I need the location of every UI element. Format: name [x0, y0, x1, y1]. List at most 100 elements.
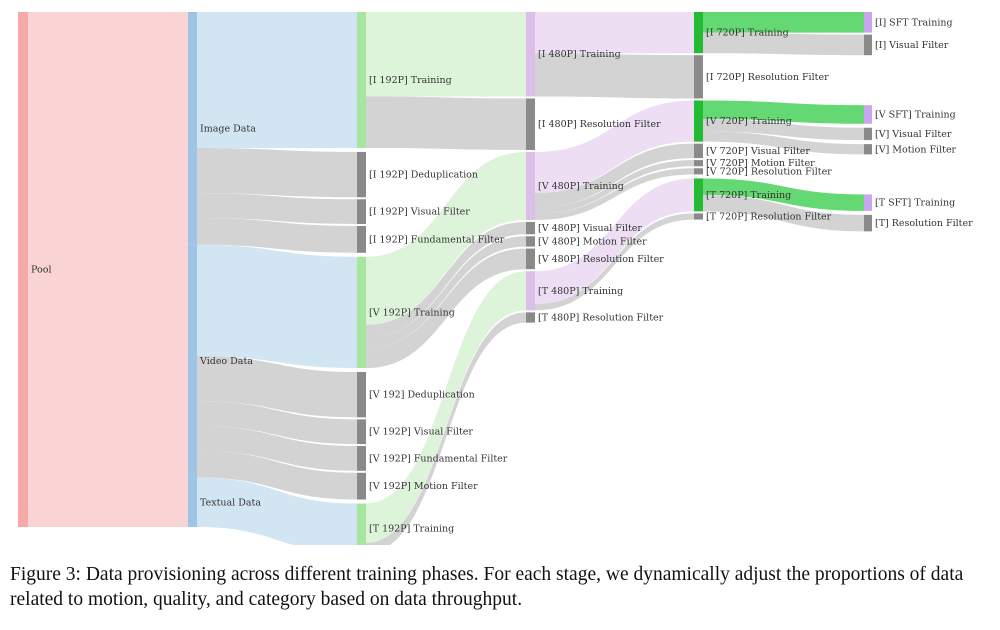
link-video-v192t: [197, 244, 357, 369]
node-v192f: [357, 446, 366, 471]
node-i480r: [526, 98, 535, 150]
node-label-i192t: [I 192P] Training: [369, 75, 452, 86]
node-label-i192d: [I 192P] Deduplication: [369, 170, 478, 181]
node-label-vvis: [V] Visual Filter: [875, 129, 952, 140]
node-t720t: [694, 178, 703, 212]
node-label-v192m: [V 192P] Motion Filter: [369, 481, 478, 492]
link-v192t-v480r: [366, 248, 526, 369]
node-label-vsft: [V SFT] Training: [875, 109, 956, 120]
node-i192f: [357, 226, 366, 253]
node-v480t: [526, 151, 535, 220]
node-label-v480r: [V 480P] Resolution Filter: [538, 254, 664, 265]
node-tres: [864, 214, 872, 232]
node-label-isft: [I] SFT Training: [875, 17, 953, 28]
link-v480t-v720t: [535, 100, 694, 194]
link-i720t-isft: [703, 12, 864, 33]
node-label-t480r: [T 480P] Resolution Filter: [538, 312, 664, 323]
node-i192t: [357, 12, 366, 148]
node-vvis: [864, 127, 872, 141]
link-image-i192d: [197, 147, 357, 198]
link-v192t-v480v: [366, 221, 526, 338]
link-i480t-i720r: [535, 53, 694, 99]
link-pool-video: [28, 244, 188, 478]
node-ivis: [864, 34, 872, 56]
node-label-i720r: [I 720P] Resolution Filter: [706, 72, 829, 83]
node-v720v: [694, 143, 703, 159]
link-i192t-i480t: [366, 12, 526, 97]
node-label-v480t: [V 480P] Training: [538, 181, 624, 192]
link-v720t-vmot: [703, 131, 864, 155]
node-t720r: [694, 213, 703, 220]
node-label-v720m: [V 720P] Motion Filter: [706, 158, 815, 169]
link-pool-image: [28, 12, 188, 245]
node-pool: [18, 12, 28, 527]
node-t192t: [357, 503, 366, 545]
link-t192t-t480r: [366, 312, 526, 545]
node-v720t: [694, 100, 703, 142]
node-label-v720r: [V 720P] Resolution Filter: [706, 166, 832, 177]
link-i192t-i480r: [366, 96, 526, 150]
node-v720r: [694, 168, 703, 175]
node-label-t720r: [T 720P] Resolution Filter: [706, 211, 832, 222]
node-vmot: [864, 144, 872, 155]
node-label-i720t: [I 720P] Training: [706, 28, 789, 39]
link-video-v192f: [197, 426, 357, 471]
node-label-i192f: [I 192P] Fundamental Filter: [369, 234, 505, 245]
node-label-v192f: [V 192P] Fundamental Filter: [369, 453, 508, 464]
node-label-image: Image Data: [200, 123, 256, 134]
link-t720t-tsft: [703, 178, 864, 211]
node-v480v: [526, 221, 535, 235]
node-tsft: [864, 194, 872, 211]
link-pool-text: [28, 477, 188, 527]
node-i192v: [357, 199, 366, 224]
link-v720t-vsft: [703, 100, 864, 124]
node-label-vmot: [V] Motion Filter: [875, 144, 957, 155]
node-text: [188, 477, 197, 527]
node-v720m: [694, 160, 703, 167]
node-label-video: Video Data: [199, 356, 253, 367]
sankey-nodes: [18, 12, 872, 545]
node-t480t: [526, 271, 535, 311]
link-text-t192t: [197, 477, 357, 545]
node-label-t720t: [T 720P] Training: [706, 190, 791, 201]
node-video: [188, 244, 197, 478]
node-v480m: [526, 236, 535, 247]
link-i480t-i720t: [535, 12, 694, 54]
link-v720t-vvis: [703, 119, 864, 141]
node-vsft: [864, 105, 872, 124]
node-label-i480r: [I 480P] Resolution Filter: [538, 119, 661, 130]
node-label-v720t: [V 720P] Training: [706, 116, 792, 127]
link-t480t-t720t: [535, 178, 694, 305]
node-label-text: Textual Data: [200, 497, 261, 508]
node-v192v: [357, 419, 366, 445]
figure-caption: Figure 3: Data provisioning across diffe…: [10, 564, 964, 610]
node-label-i192v: [I 192P] Visual Filter: [369, 207, 470, 218]
sankey-links: [28, 12, 864, 545]
node-i720r: [694, 55, 703, 99]
link-v480t-v720r: [535, 168, 694, 220]
node-label-ivis: [I] Visual Filter: [875, 40, 949, 51]
link-v480t-v720v: [535, 143, 694, 208]
node-i480t: [526, 12, 535, 97]
link-t720t-tres: [703, 194, 864, 232]
node-isft: [864, 12, 872, 33]
node-label-v720v: [V 720P] Visual Filter: [706, 146, 810, 157]
node-i720t: [694, 12, 703, 54]
link-t192t-t480t: [366, 271, 526, 543]
node-label-v192v: [V 192P] Visual Filter: [369, 427, 473, 438]
link-v192t-v480m: [366, 236, 526, 348]
link-image-i192v: [197, 193, 357, 224]
link-image-i192f: [197, 218, 357, 253]
node-label-v192t: [V 192P] Training: [369, 307, 455, 318]
node-label-tsft: [T SFT] Training: [875, 198, 955, 209]
node-i192d: [357, 151, 366, 198]
link-image-i192t: [197, 12, 357, 148]
node-label-t480t: [T 480P] Training: [538, 286, 623, 297]
link-t480t-t720r: [535, 213, 694, 311]
node-t480r: [526, 312, 535, 323]
node-label-tres: [T] Resolution Filter: [875, 218, 973, 229]
link-video-v192d: [197, 356, 357, 418]
node-label-v480v: [V 480P] Visual Filter: [538, 223, 642, 234]
